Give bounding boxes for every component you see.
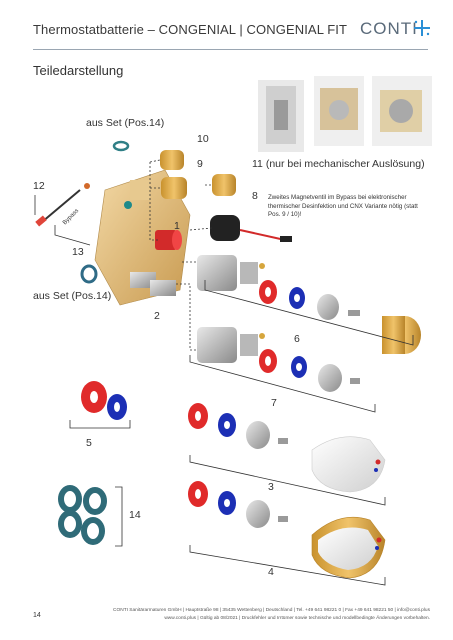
leader-lines bbox=[149, 159, 213, 351]
ring-set-left bbox=[80, 264, 98, 284]
part-9-cap bbox=[161, 177, 187, 199]
part-1-plug bbox=[155, 230, 182, 250]
label-pos-14: 14 bbox=[129, 509, 141, 521]
cartridge-row-7 bbox=[197, 327, 360, 392]
label-pos-3: 3 bbox=[268, 481, 274, 493]
bracket-3 bbox=[189, 455, 386, 506]
bracket-6 bbox=[204, 280, 414, 346]
part-8-magnet-valve bbox=[210, 215, 292, 242]
part-14-rings bbox=[58, 485, 107, 545]
label-pos-10: 10 bbox=[197, 133, 209, 145]
footer-company-line: CONTI Sanitärarmaturen GmbH | Hauptstraß… bbox=[113, 608, 430, 613]
label-pos-8: 8 bbox=[252, 190, 258, 202]
part-5-rosettes bbox=[81, 381, 127, 420]
bypass-note: Zweites Magnetventil im Bypass bei elekt… bbox=[268, 194, 418, 218]
label-pos-2: 2 bbox=[154, 310, 160, 322]
installation-photos bbox=[258, 76, 432, 152]
label-pos-7: 7 bbox=[271, 397, 277, 409]
valve-body-1 bbox=[94, 169, 191, 306]
page-header-title: Thermostatbatterie – CONGENIAL | CONGENI… bbox=[33, 22, 348, 37]
section-title: Teiledarstellung bbox=[33, 63, 124, 78]
header-divider bbox=[33, 49, 428, 50]
bracket-5 bbox=[69, 420, 131, 429]
label-pos-1: 1 bbox=[174, 220, 180, 232]
conti-plus-logo-icon bbox=[414, 20, 430, 36]
label-pos-11: 11 (nur bei mechanischer Auslösung) bbox=[252, 158, 425, 170]
label-pos-9: 9 bbox=[197, 158, 203, 170]
bracket-7 bbox=[189, 355, 376, 413]
part-11-cap bbox=[212, 174, 236, 196]
bracket-4 bbox=[189, 545, 386, 586]
conti-logo: CONTI bbox=[360, 19, 418, 38]
handle-set-row-3 bbox=[188, 403, 386, 493]
footer-disclaimer-line: www.conti.plus | Gültig ab 08/2021 | Dru… bbox=[164, 616, 430, 621]
handle-set-row-4 bbox=[188, 481, 386, 579]
bracket-14 bbox=[115, 486, 123, 547]
bracket-13 bbox=[54, 225, 91, 246]
part-10-cap bbox=[160, 150, 184, 170]
part-2-sleeves bbox=[130, 272, 176, 296]
label-pos-4: 4 bbox=[268, 566, 274, 578]
label-set-left: aus Set (Pos.14) bbox=[33, 290, 112, 302]
page-number: 14 bbox=[33, 612, 41, 619]
label-pos-12: 12 bbox=[33, 180, 45, 192]
label-pos-5: 5 bbox=[86, 437, 92, 449]
label-pos-6: 6 bbox=[294, 333, 300, 345]
label-set-top: aus Set (Pos.14) bbox=[86, 117, 165, 129]
part-12-cable bbox=[35, 183, 90, 227]
label-pos-13: 13 bbox=[72, 246, 84, 258]
ring-set-top bbox=[112, 140, 130, 152]
